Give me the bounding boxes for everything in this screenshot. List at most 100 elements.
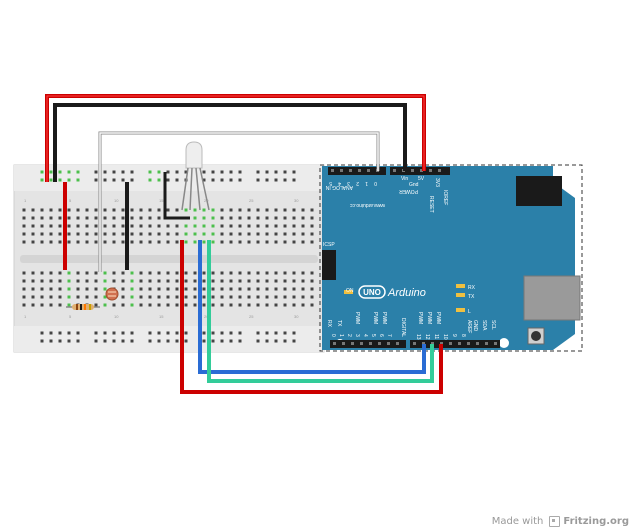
- breadboard-hole: [112, 271, 116, 275]
- header-pin: [387, 342, 390, 345]
- breadboard-row-number: 5: [69, 198, 72, 203]
- header-pin: [369, 342, 372, 345]
- header-pin: [449, 342, 452, 345]
- breadboard-hole: [148, 295, 152, 299]
- breadboard-hole: [157, 295, 161, 299]
- breadboard-hole: [238, 224, 242, 228]
- breadboard-hole: [220, 339, 224, 343]
- breadboard-hole: [211, 178, 215, 182]
- breadboard-hole: [121, 208, 125, 212]
- breadboard-hole: [202, 224, 206, 228]
- breadboard-hole: [49, 178, 53, 182]
- breadboard-hole: [238, 208, 242, 212]
- breadboard-hole: [175, 279, 179, 283]
- reset-button-cap: [531, 331, 541, 341]
- breadboard-hole: [193, 271, 197, 275]
- rgb-led-leg: [189, 167, 193, 211]
- breadboard-hole: [40, 287, 44, 291]
- breadboard-hole: [49, 232, 53, 236]
- breadboard-hole: [247, 232, 251, 236]
- breadboard-hole: [175, 240, 179, 244]
- breadboard-hole: [211, 287, 215, 291]
- breadboard-hole: [67, 240, 71, 244]
- breadboard-hole: [202, 208, 206, 212]
- breadboard-hole: [166, 303, 170, 307]
- breadboard-hole: [247, 303, 251, 307]
- breadboard-hole: [238, 287, 242, 291]
- breadboard-hole: [157, 224, 161, 228]
- breadboard-hole: [112, 178, 116, 182]
- header-pin: [378, 342, 381, 345]
- breadboard-hole: [76, 240, 80, 244]
- header-pin: [458, 342, 461, 345]
- breadboard-hole: [310, 208, 314, 212]
- breadboard-hole: [301, 232, 305, 236]
- breadboard-hole: [22, 303, 26, 307]
- breadboard-hole: [94, 279, 98, 283]
- resistor-band: [80, 304, 82, 310]
- arduino-brand: Arduino: [387, 287, 426, 299]
- breadboard-hole: [274, 339, 278, 343]
- breadboard-hole: [22, 240, 26, 244]
- breadboard-hole: [238, 303, 242, 307]
- red-5v-wire-highlight: [46, 95, 425, 182]
- breadboard-hole: [22, 271, 26, 275]
- breadboard-hole: [184, 339, 188, 343]
- icsp-header: [322, 250, 336, 280]
- power-label: POWER: [399, 188, 418, 194]
- rx-led: [456, 284, 465, 288]
- breadboard-hole: [202, 271, 206, 275]
- breadboard-hole: [202, 331, 206, 335]
- breadboard-hole: [301, 271, 305, 275]
- breadboard-hole: [94, 216, 98, 220]
- breadboard-hole: [148, 331, 152, 335]
- digital-pin-number: 0: [330, 334, 336, 337]
- breadboard-hole: [130, 170, 134, 174]
- l-led-label: L: [468, 309, 471, 315]
- breadboard-hole: [67, 224, 71, 228]
- breadboard-hole: [175, 170, 179, 174]
- header-pin: [367, 169, 370, 172]
- header-pin: [333, 342, 336, 345]
- breadboard-hole: [22, 208, 26, 212]
- breadboard-hole: [67, 303, 71, 307]
- pwm-label: PWM: [381, 312, 387, 324]
- breadboard-hole: [40, 303, 44, 307]
- breadboard-hole: [166, 271, 170, 275]
- breadboard-hole: [292, 178, 296, 182]
- breadboard-hole: [292, 295, 296, 299]
- breadboard-hole: [58, 279, 62, 283]
- breadboard-hole: [31, 224, 35, 228]
- breadboard-hole: [148, 208, 152, 212]
- breadboard-hole: [211, 339, 215, 343]
- breadboard-hole: [22, 287, 26, 291]
- breadboard-hole: [157, 279, 161, 283]
- breadboard-hole: [238, 240, 242, 244]
- digital-pin-number: 1: [338, 334, 344, 337]
- breadboard-hole: [148, 339, 152, 343]
- breadboard-hole: [301, 295, 305, 299]
- breadboard-hole: [58, 208, 62, 212]
- breadboard-row-number: 30: [294, 198, 299, 203]
- photoresistor-body: [105, 287, 119, 301]
- breadboard-hole: [76, 295, 80, 299]
- arduino-uno-board: UNO Arduino ON RX TX L ICSP www.arduino.…: [319, 164, 583, 352]
- breadboard-hole: [130, 287, 134, 291]
- breadboard-hole: [184, 224, 188, 228]
- analog-pin-number: 1: [365, 180, 368, 186]
- breadboard-hole: [274, 331, 278, 335]
- breadboard-hole: [157, 331, 161, 335]
- breadboard-hole: [112, 208, 116, 212]
- breadboard-hole: [265, 279, 269, 283]
- header-pin: [431, 342, 434, 345]
- breadboard-hole: [130, 295, 134, 299]
- breadboard-hole: [166, 224, 170, 228]
- breadboard-hole: [274, 240, 278, 244]
- breadboard-hole: [166, 295, 170, 299]
- breadboard-hole: [283, 170, 287, 174]
- fritzing-logo-icon: [549, 516, 561, 527]
- breadboard-hole: [175, 339, 179, 343]
- breadboard-hole: [121, 271, 125, 275]
- breadboard-hole: [166, 287, 170, 291]
